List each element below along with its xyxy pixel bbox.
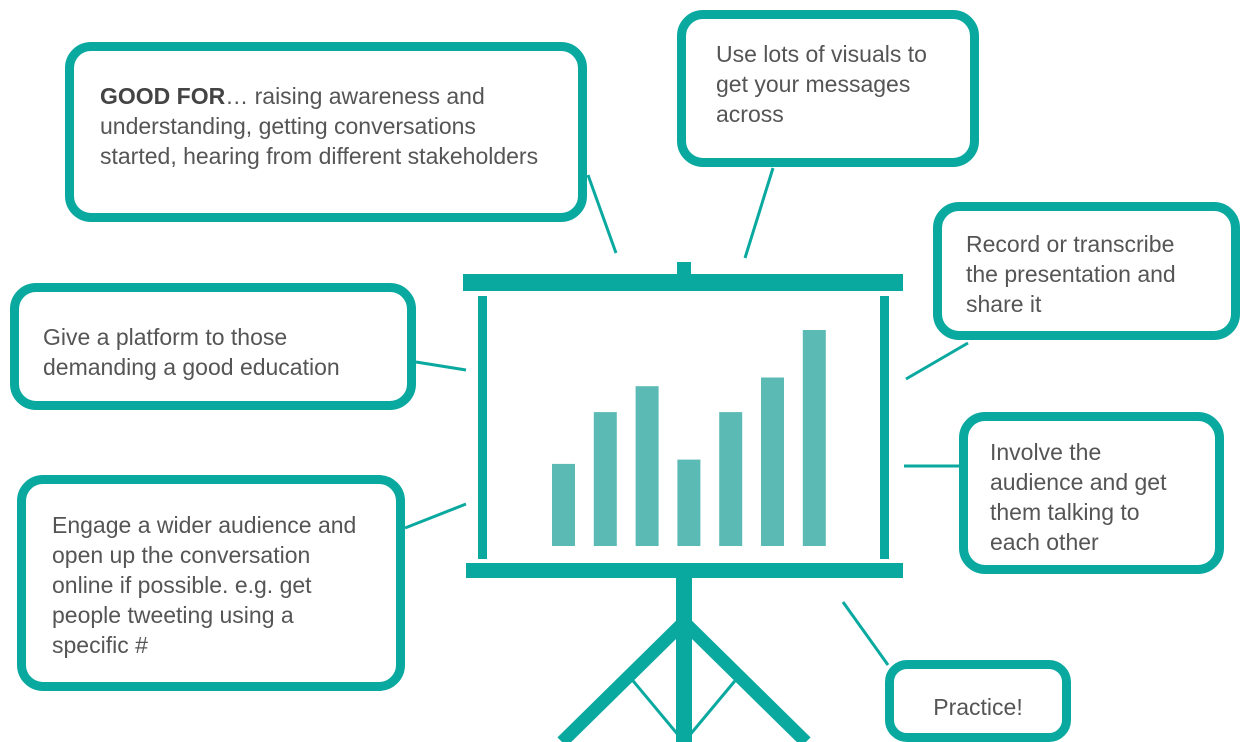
chart-bar [677, 459, 701, 546]
chart-bar [802, 330, 826, 546]
callout-involve-audience: Involve the audience and get them talkin… [959, 412, 1224, 574]
record-presentation-text: Record or transcribe the presentation an… [966, 231, 1176, 317]
tripod-brace-left [627, 675, 686, 742]
tripod-left-leg [557, 617, 689, 742]
bar-chart-graphic [552, 330, 826, 546]
connector-engage [404, 502, 467, 530]
practice-text: Practice! [933, 694, 1023, 720]
screen-right-edge [880, 296, 889, 559]
give-platform-text: Give a platform to those demanding a goo… [43, 324, 340, 380]
connector-platform [415, 360, 467, 372]
callout-good-for: GOOD FOR… raising awareness and understa… [65, 42, 587, 222]
connector-good-for [586, 174, 618, 254]
screen-top-hook [677, 262, 691, 276]
connector-practice [841, 601, 890, 666]
callout-give-platform: Give a platform to those demanding a goo… [10, 283, 416, 410]
tripod-brace-right [682, 675, 741, 742]
callout-record-presentation: Record or transcribe the presentation an… [933, 202, 1240, 340]
screen-bottom-bar [466, 563, 903, 578]
chart-bar [552, 463, 575, 546]
good-for-heading: GOOD FOR [100, 83, 226, 109]
involve-audience-text: Involve the audience and get them talkin… [990, 439, 1167, 555]
use-visuals-text: Use lots of visuals to get your messages… [716, 41, 927, 127]
chart-bar [719, 412, 743, 546]
screen-left-edge [478, 296, 487, 559]
chart-bar [593, 412, 617, 546]
tripod-right-leg [679, 617, 811, 742]
tripod-stand [557, 575, 811, 742]
connector-visuals [743, 167, 775, 259]
engage-audience-text: Engage a wider audience and open up the … [52, 512, 357, 658]
good-for-text: … raising awareness and understanding, g… [100, 83, 539, 169]
chart-bar [635, 386, 659, 546]
callout-use-visuals: Use lots of visuals to get your messages… [677, 10, 979, 167]
connector-record [905, 341, 969, 381]
tripod-pole [676, 575, 692, 742]
callout-practice: Practice! [885, 660, 1071, 742]
screen-top-bar [463, 274, 903, 291]
connector-lines [404, 167, 969, 666]
chart-bar [761, 377, 784, 546]
projector-screen [463, 262, 903, 578]
callout-engage-audience: Engage a wider audience and open up the … [17, 475, 405, 691]
